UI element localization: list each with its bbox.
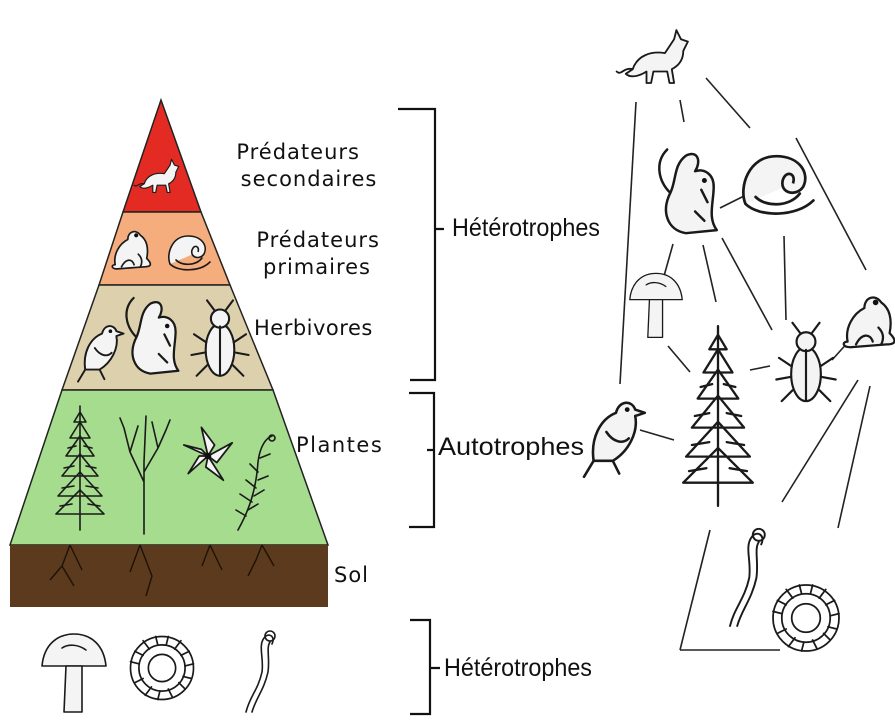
mushroom-icon — [42, 634, 106, 712]
curled-worm-icon — [131, 637, 194, 700]
group-label-heterotrophes-bottom: Hétérotrophes — [444, 654, 592, 682]
level-plants — [10, 390, 328, 545]
web-bird-icon — [584, 403, 645, 477]
decomposers-row — [42, 631, 275, 712]
web-beetle-icon — [776, 323, 835, 401]
web-curled-worm-icon — [773, 585, 839, 651]
soil-layer — [10, 545, 328, 607]
web-mushroom-icon — [630, 273, 682, 337]
food-web-links — [620, 78, 870, 650]
level-label-secondary-predators: Prédateurs secondaires — [236, 140, 377, 191]
bracket-autotrophes — [409, 393, 434, 527]
group-label-heterotrophes-top: Hétérotrophes — [452, 214, 600, 242]
bracket-heterotrophes-top — [398, 109, 444, 380]
level-secondary-predators — [123, 100, 201, 212]
level-label-plants: Plantes — [296, 433, 383, 457]
bracket-heterotrophes-bottom — [410, 620, 440, 714]
level-label-primary-predators: Prédateurs primaires — [256, 228, 387, 279]
web-worm-icon — [730, 529, 765, 626]
web-frog-icon — [844, 298, 895, 348]
worm-icon — [246, 631, 275, 712]
group-label-autotrophes: Autotrophes — [438, 433, 584, 461]
web-squirrel-icon — [659, 150, 716, 234]
level-label-herbivores: Herbivores — [254, 316, 373, 340]
web-fir-tree-icon — [683, 326, 753, 506]
food-web — [584, 30, 895, 651]
soil-label: Sol — [334, 563, 369, 587]
web-snake-icon — [743, 156, 813, 213]
web-fox-icon — [617, 30, 688, 83]
